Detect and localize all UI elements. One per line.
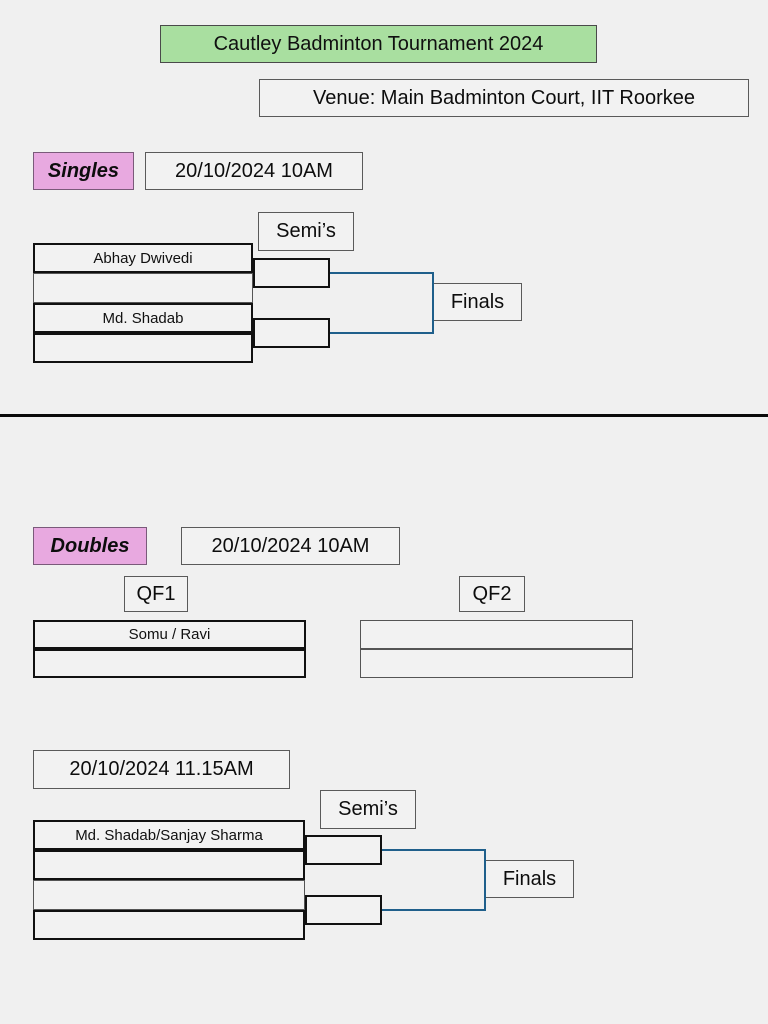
bracket-semi-slot[interactable]: [305, 835, 382, 865]
bracket-slot[interactable]: [33, 880, 305, 910]
bracket-slot[interactable]: Somu / Ravi: [33, 620, 306, 649]
bracket-semi-slot[interactable]: [253, 318, 330, 348]
doubles-finals-connector: [382, 849, 486, 911]
bracket-slot[interactable]: [33, 649, 306, 678]
bracket-slot[interactable]: Abhay Dwivedi: [33, 243, 253, 273]
doubles-semis-label: Semi’s: [320, 790, 416, 829]
bracket-slot[interactable]: [360, 620, 633, 649]
singles-finals-label: Finals: [433, 283, 522, 321]
doubles-semis-date-box: 20/10/2024 11.15AM: [33, 750, 290, 789]
doubles-finals-label: Finals: [485, 860, 574, 898]
singles-finals-connector: [330, 272, 434, 334]
doubles-quarters-date-box: 20/10/2024 10AM: [181, 527, 400, 565]
bracket-semi-slot[interactable]: [253, 258, 330, 288]
bracket-slot[interactable]: [33, 273, 253, 303]
bracket-slot[interactable]: Md. Shadab: [33, 303, 253, 333]
qf2-label: QF2: [459, 576, 525, 612]
bracket-slot[interactable]: [360, 649, 633, 678]
singles-semis-label: Semi’s: [258, 212, 354, 251]
doubles-category-label: Doubles: [33, 527, 147, 565]
qf1-label: QF1: [124, 576, 188, 612]
bracket-slot[interactable]: [33, 850, 305, 880]
bracket-slot[interactable]: [33, 910, 305, 940]
bracket-slot[interactable]: [33, 333, 253, 363]
singles-date-box: 20/10/2024 10AM: [145, 152, 363, 190]
singles-category-label: Singles: [33, 152, 134, 190]
bracket-slot[interactable]: Md. Shadab/Sanjay Sharma: [33, 820, 305, 850]
page-title: Cautley Badminton Tournament 2024: [160, 25, 597, 63]
bracket-semi-slot[interactable]: [305, 895, 382, 925]
venue-box: Venue: Main Badminton Court, IIT Roorkee: [259, 79, 749, 117]
section-divider: [0, 414, 768, 417]
